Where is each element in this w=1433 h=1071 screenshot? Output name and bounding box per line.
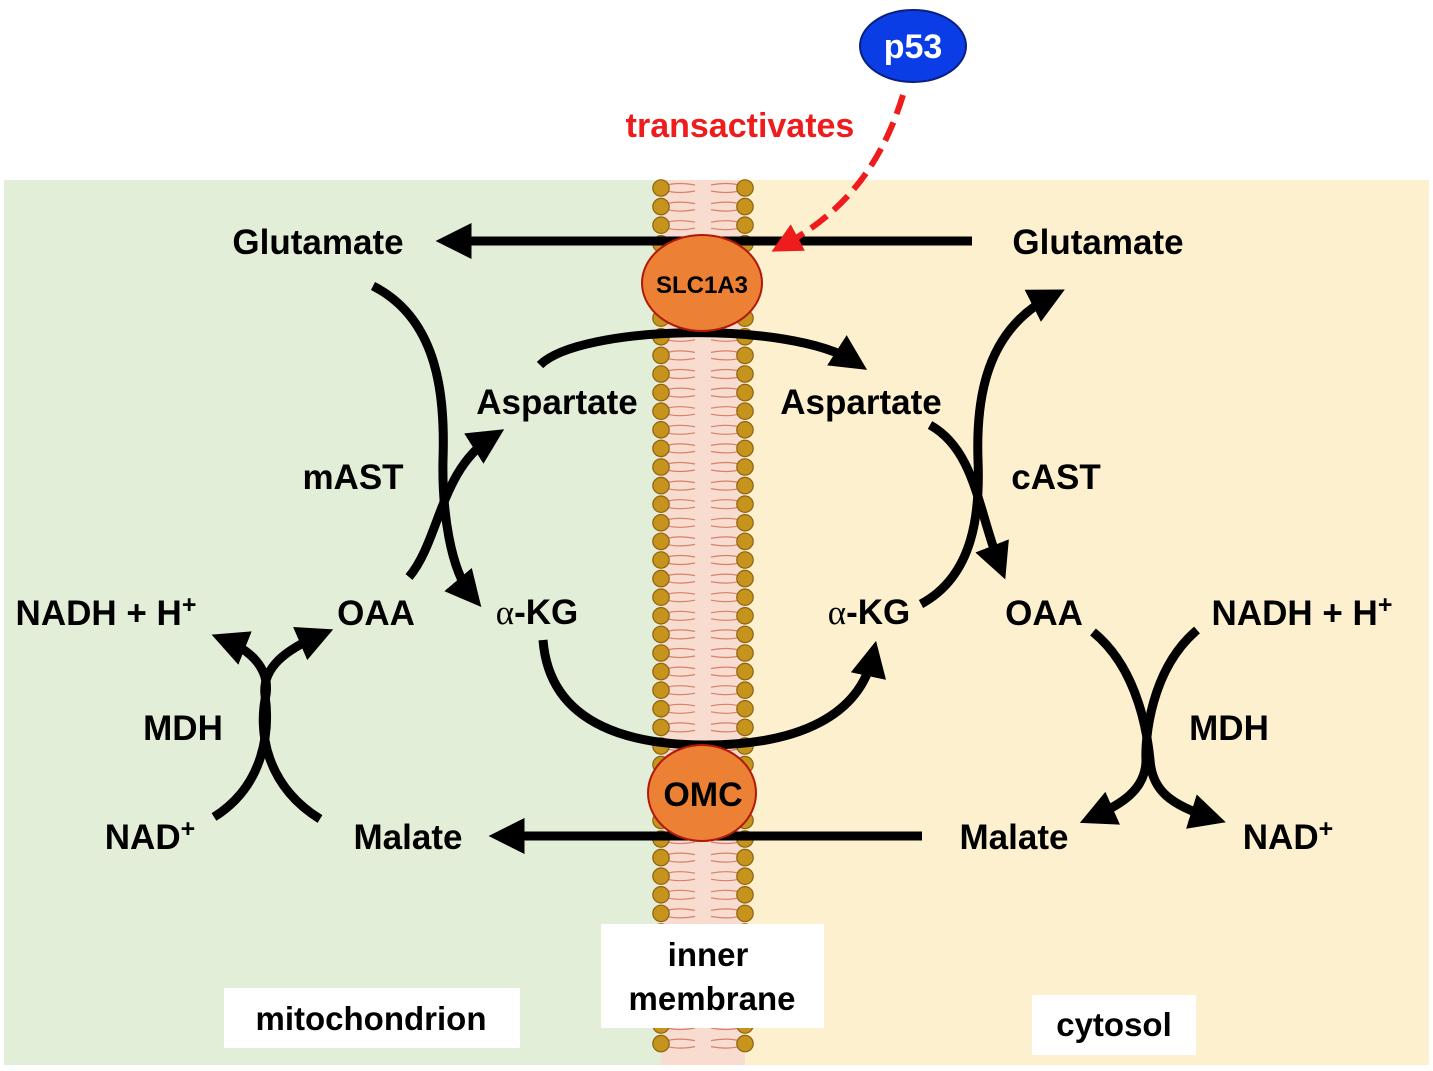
cyto-akg-label: α-KG	[828, 593, 911, 632]
slc1a3-label: SLC1A3	[656, 272, 748, 299]
cyto-oaa-label: OAA	[1005, 594, 1083, 633]
mitochondrion-label-box: mitochondrion	[224, 988, 520, 1048]
mito-malate-label: Malate	[354, 818, 463, 857]
cyto-mdh-label: MDH	[1189, 709, 1269, 748]
mito-nad-label: NAD+	[105, 815, 195, 857]
mito-nadh-label: NADH + H+	[16, 591, 197, 633]
omc-label: OMC	[663, 776, 742, 814]
cyto-glutamate-label: Glutamate	[1012, 223, 1183, 262]
p53-node: p53	[859, 9, 967, 83]
cast-label: cAST	[1011, 458, 1100, 497]
cast-aspartate-to-oaa-arrow	[927, 421, 1009, 580]
cast-akg-to-glutamate-arrow	[918, 289, 1065, 608]
mast-label: mAST	[302, 458, 403, 497]
membrane-label-line1: inner	[668, 936, 749, 973]
right-mdh-nadh-to-malate-arrow	[1079, 626, 1200, 825]
mito-oaa-label: OAA	[337, 594, 415, 633]
mito-akg-label: α-KG	[496, 593, 579, 632]
transactivates-label: transactivates	[626, 107, 855, 145]
p53-transactivation-arrow	[771, 94, 906, 252]
omc-transporter: OMC	[647, 744, 757, 842]
p53-label: p53	[884, 28, 943, 66]
cytosol-label: cytosol	[1056, 1006, 1172, 1043]
mast-oaa-to-aspartate-arrow	[405, 429, 505, 580]
cytosol-label-box: cytosol	[1032, 995, 1196, 1055]
mitochondrion-region	[4, 180, 704, 1065]
cyto-nad-label: NAD+	[1243, 815, 1333, 857]
aspartate-export-arrow	[536, 328, 868, 370]
cytosol-region	[704, 180, 1429, 1065]
mito-aspartate-label: Aspartate	[476, 383, 637, 422]
cyto-nadh-label: NADH + H+	[1212, 591, 1393, 633]
mast-glutamate-to-akg-arrow	[370, 281, 482, 608]
membrane-label-box: inner membrane	[601, 924, 824, 1028]
slc1a3-transporter: SLC1A3	[641, 234, 763, 332]
cyto-malate-label: Malate	[960, 818, 1069, 857]
left-mdh-malate-to-nadh-arrow	[211, 631, 323, 823]
mito-mdh-label: MDH	[143, 709, 223, 748]
cyto-aspartate-label: Aspartate	[780, 383, 941, 422]
mitochondrion-label: mitochondrion	[256, 1000, 487, 1037]
membrane-label-line2: membrane	[629, 980, 796, 1017]
mito-glutamate-label: Glutamate	[232, 223, 403, 262]
